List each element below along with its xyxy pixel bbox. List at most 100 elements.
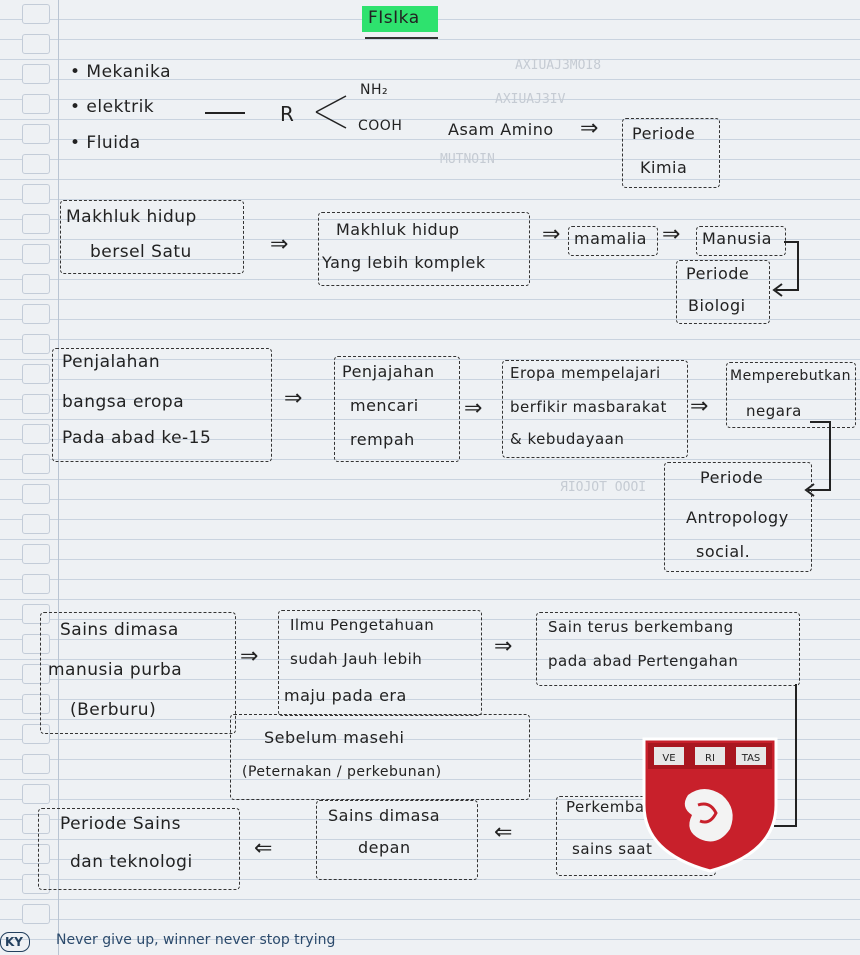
checkbox: [22, 244, 50, 264]
text-line: Manusia: [702, 229, 772, 248]
period-label: Periode: [700, 468, 764, 487]
checkbox: [22, 424, 50, 444]
period-biologi-box: [676, 260, 770, 324]
text-line: maju pada era: [284, 686, 407, 705]
text-line: Sebelum masehi: [264, 728, 405, 747]
bleed-through-text: AXIUAJ3MOI8: [515, 58, 602, 73]
text-line: Eropa mempelajari: [510, 364, 661, 382]
text-line: Sains dimasa: [328, 806, 441, 825]
box-europe-study: [502, 360, 688, 458]
dash-line: [205, 112, 245, 114]
period-name: Biologi: [688, 296, 746, 315]
bleed-through-text: ЯIOJOT OOOI: [560, 480, 647, 495]
checkbox: [22, 64, 50, 84]
shield-icon: VE RI TAS: [642, 737, 778, 873]
period-kimia-box: [622, 118, 720, 188]
title-highlight: [362, 6, 438, 32]
text-line: Yang lebih komplek: [322, 253, 486, 272]
checkbox: [22, 184, 50, 204]
checkbox: [22, 514, 50, 534]
text-line: sains saat: [572, 840, 653, 858]
title-underline: [365, 37, 438, 39]
checkbox: [22, 904, 50, 924]
margin-line: [58, 0, 59, 955]
brand-badge: KY: [0, 932, 30, 952]
box-prehistoric-science: [40, 612, 236, 734]
checkbox: [22, 394, 50, 414]
text-line: berfikir masbarakat: [510, 398, 667, 416]
text-line: sudah Jauh lebih: [290, 650, 423, 668]
box-spice-search: [334, 356, 460, 462]
connector-line: [774, 684, 797, 827]
cooh-group: COOH: [358, 118, 403, 134]
page-title: FIsIka: [368, 8, 420, 28]
double-arrow-right: ⇒: [240, 644, 259, 669]
text-line: (Berburu): [70, 700, 157, 720]
footer-motto: Never give up, winner never stop trying: [56, 932, 336, 948]
connector-arrow: [772, 241, 799, 297]
text-line: bersel Satu: [90, 242, 192, 262]
double-arrow-right: ⇒: [580, 116, 599, 141]
checkbox: [22, 844, 50, 864]
text-line: Makhluk hidup: [66, 207, 197, 227]
box-complex-life: [318, 212, 530, 286]
topic-fluida: • Fluida: [70, 133, 141, 153]
text-line: Memperebutkan: [730, 368, 851, 384]
text-line: pada abad Pertengahan: [548, 652, 739, 670]
checkbox: [22, 724, 50, 744]
period-label: Periode: [632, 124, 696, 143]
double-arrow-right: ⇒: [270, 232, 289, 257]
period-label: Periode: [686, 264, 750, 283]
period-name: Kimia: [640, 158, 688, 177]
shield-sticker: VE RI TAS: [640, 735, 780, 879]
box-european-exploration: [52, 348, 272, 462]
checkbox: [22, 34, 50, 54]
text-line: Sains dimasa: [60, 620, 179, 640]
double-arrow-right: ⇒: [284, 386, 303, 411]
text-line: depan: [358, 838, 411, 857]
checkbox: [22, 754, 50, 774]
checkbox: [22, 334, 50, 354]
text-line: Pada abad ke-15: [62, 428, 212, 448]
checkbox: [22, 364, 50, 384]
box-single-cell: [60, 200, 244, 274]
period-name: social.: [696, 542, 751, 561]
box-mamalia: [568, 226, 658, 256]
text-line: Makhluk hidup: [336, 220, 460, 239]
double-arrow-right: ⇒: [464, 396, 483, 421]
checkbox: [22, 124, 50, 144]
checkbox: [22, 574, 50, 594]
checkbox: [22, 814, 50, 834]
checkbox: [22, 454, 50, 474]
double-arrow-right: ⇒: [494, 634, 513, 659]
text-line: Periode Sains: [60, 814, 181, 834]
double-arrow-left: ⇐: [494, 820, 513, 845]
checkbox: [22, 634, 50, 654]
double-arrow-right: ⇒: [662, 222, 681, 247]
checkbox: [22, 484, 50, 504]
bond-lines: [315, 95, 347, 129]
bleed-through-text: AXIUAJ3IV: [495, 92, 566, 107]
text-line: negara: [746, 402, 802, 420]
text-line: manusia purba: [48, 660, 183, 680]
text-line: Ilmu Pengetahuan: [290, 616, 435, 634]
text-line: dan teknologi: [70, 852, 193, 872]
double-arrow-left: ⇐: [254, 836, 273, 861]
box-advanced-knowledge-lower: [230, 714, 530, 800]
period-antropology-box: [664, 462, 812, 572]
checkbox: [22, 694, 50, 714]
box-medieval-science: [536, 612, 800, 686]
footer: KY Never give up, winner never stop tryi…: [0, 930, 860, 955]
period-name: Antropology: [686, 508, 789, 527]
topic-mekanika: • Mekanika: [70, 62, 171, 82]
r-label: R: [280, 102, 295, 126]
shield-letter: RI: [705, 753, 715, 764]
checkbox: [22, 94, 50, 114]
text-line: (Peternakan / perkebunan): [242, 764, 442, 780]
text-line: & kebudayaan: [510, 430, 625, 448]
checkbox: [22, 4, 50, 24]
shield-letter: TAS: [741, 753, 761, 764]
double-arrow-right: ⇒: [690, 394, 709, 419]
text-line: mencari: [350, 396, 419, 415]
